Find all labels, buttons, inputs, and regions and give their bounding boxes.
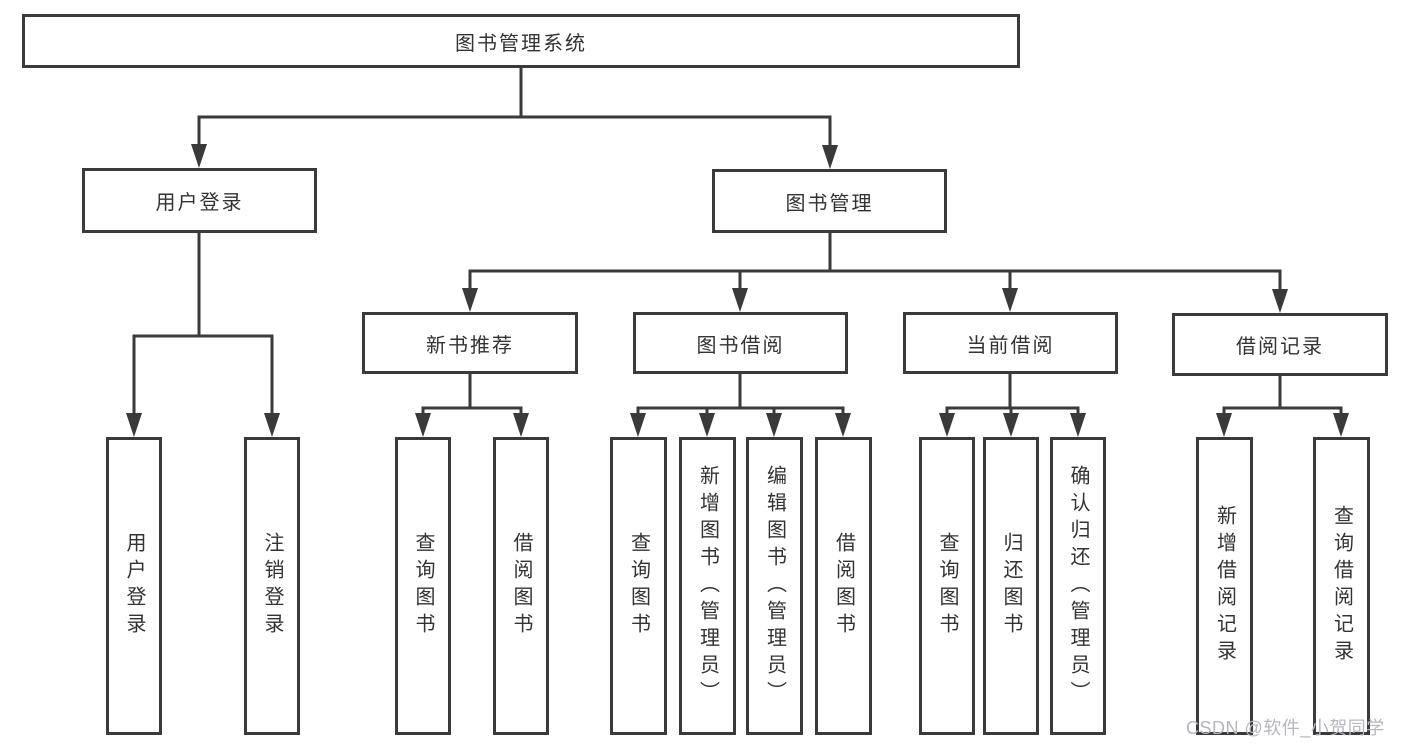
leaf-current-query-books: 查询图书 — [919, 437, 975, 735]
leaf-edit-book-admin: 编辑图书（管理员） — [746, 437, 803, 735]
leaf-add-borrow-record-label: 新增借阅记录 — [1213, 505, 1236, 667]
leaf-user-login-label: 用户登录 — [123, 532, 145, 640]
leaf-borrowing-query-books-label: 查询图书 — [627, 532, 650, 640]
node-book-management: 图书管理 — [712, 169, 947, 233]
node-new-book-recommend-label: 新书推荐 — [426, 334, 514, 357]
leaf-recommend-borrow-books-label: 借阅图书 — [510, 532, 532, 640]
node-current-borrowing-label: 当前借阅 — [966, 334, 1055, 357]
leaf-add-book-admin-label: 新增图书（管理员） — [696, 464, 719, 708]
leaf-query-borrow-record-label: 查询借阅记录 — [1330, 505, 1353, 667]
node-book-borrowing-label: 图书借阅 — [696, 334, 785, 357]
node-root-system-label: 图书管理系统 — [455, 32, 587, 55]
csdn-watermark: CSDN @软件_小贺同学 — [1186, 718, 1385, 738]
leaf-return-books-label: 归还图书 — [1000, 532, 1022, 640]
leaf-confirm-return-admin-label: 确认归还（管理员） — [1067, 464, 1089, 708]
node-borrowing-records: 借阅记录 — [1172, 313, 1388, 376]
leaf-recommend-query-books: 查询图书 — [395, 437, 451, 735]
leaf-query-borrow-record: 查询借阅记录 — [1313, 437, 1370, 735]
leaf-borrowing-query-books: 查询图书 — [610, 437, 667, 735]
node-borrowing-records-label: 借阅记录 — [1236, 336, 1324, 358]
leaf-user-login: 用户登录 — [106, 437, 162, 735]
node-root-system: 图书管理系统 — [22, 14, 1020, 68]
node-book-borrowing: 图书借阅 — [633, 312, 848, 374]
leaf-confirm-return-admin: 确认归还（管理员） — [1050, 437, 1106, 735]
leaf-recommend-query-books-label: 查询图书 — [412, 532, 434, 640]
leaf-current-query-books-label: 查询图书 — [936, 532, 958, 640]
leaf-recommend-borrow-books: 借阅图书 — [493, 437, 549, 735]
leaf-edit-book-admin-label: 编辑图书（管理员） — [763, 464, 786, 708]
leaf-logout: 注销登录 — [244, 437, 300, 735]
node-user-login-label: 用户登录 — [155, 192, 244, 214]
node-new-book-recommend: 新书推荐 — [362, 312, 578, 374]
leaf-add-book-admin: 新增图书（管理员） — [679, 437, 736, 735]
node-user-login: 用户登录 — [82, 168, 317, 233]
leaf-add-borrow-record: 新增借阅记录 — [1196, 437, 1253, 735]
arrowheads — [126, 144, 1349, 437]
leaf-borrowing-borrow-books: 借阅图书 — [815, 437, 872, 735]
leaf-logout-label: 注销登录 — [261, 532, 283, 640]
node-current-borrowing: 当前借阅 — [903, 312, 1118, 374]
leaf-borrowing-borrow-books-label: 借阅图书 — [832, 532, 855, 640]
node-book-management-label: 图书管理 — [785, 192, 874, 215]
leaf-return-books: 归还图书 — [983, 437, 1039, 735]
